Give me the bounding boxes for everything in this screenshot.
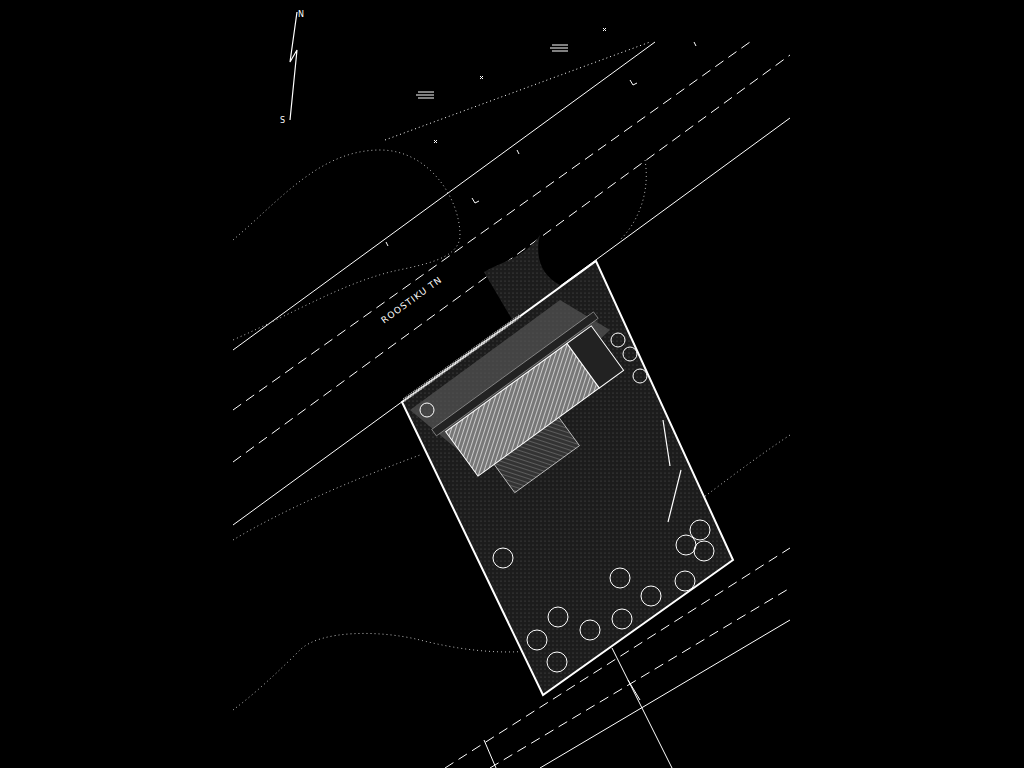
- plot-boundary: [402, 261, 733, 695]
- road-lines: [233, 42, 790, 525]
- compass-south: S: [280, 117, 285, 125]
- contour-lines: [233, 150, 790, 710]
- street-name: ROOSTIKU TN: [380, 275, 444, 325]
- lower-road: [445, 548, 790, 768]
- trees: [420, 333, 714, 672]
- vegetation-symbols: [386, 28, 696, 246]
- compass-north: N: [298, 11, 304, 19]
- building: [432, 312, 653, 510]
- north-arrow: [290, 12, 297, 120]
